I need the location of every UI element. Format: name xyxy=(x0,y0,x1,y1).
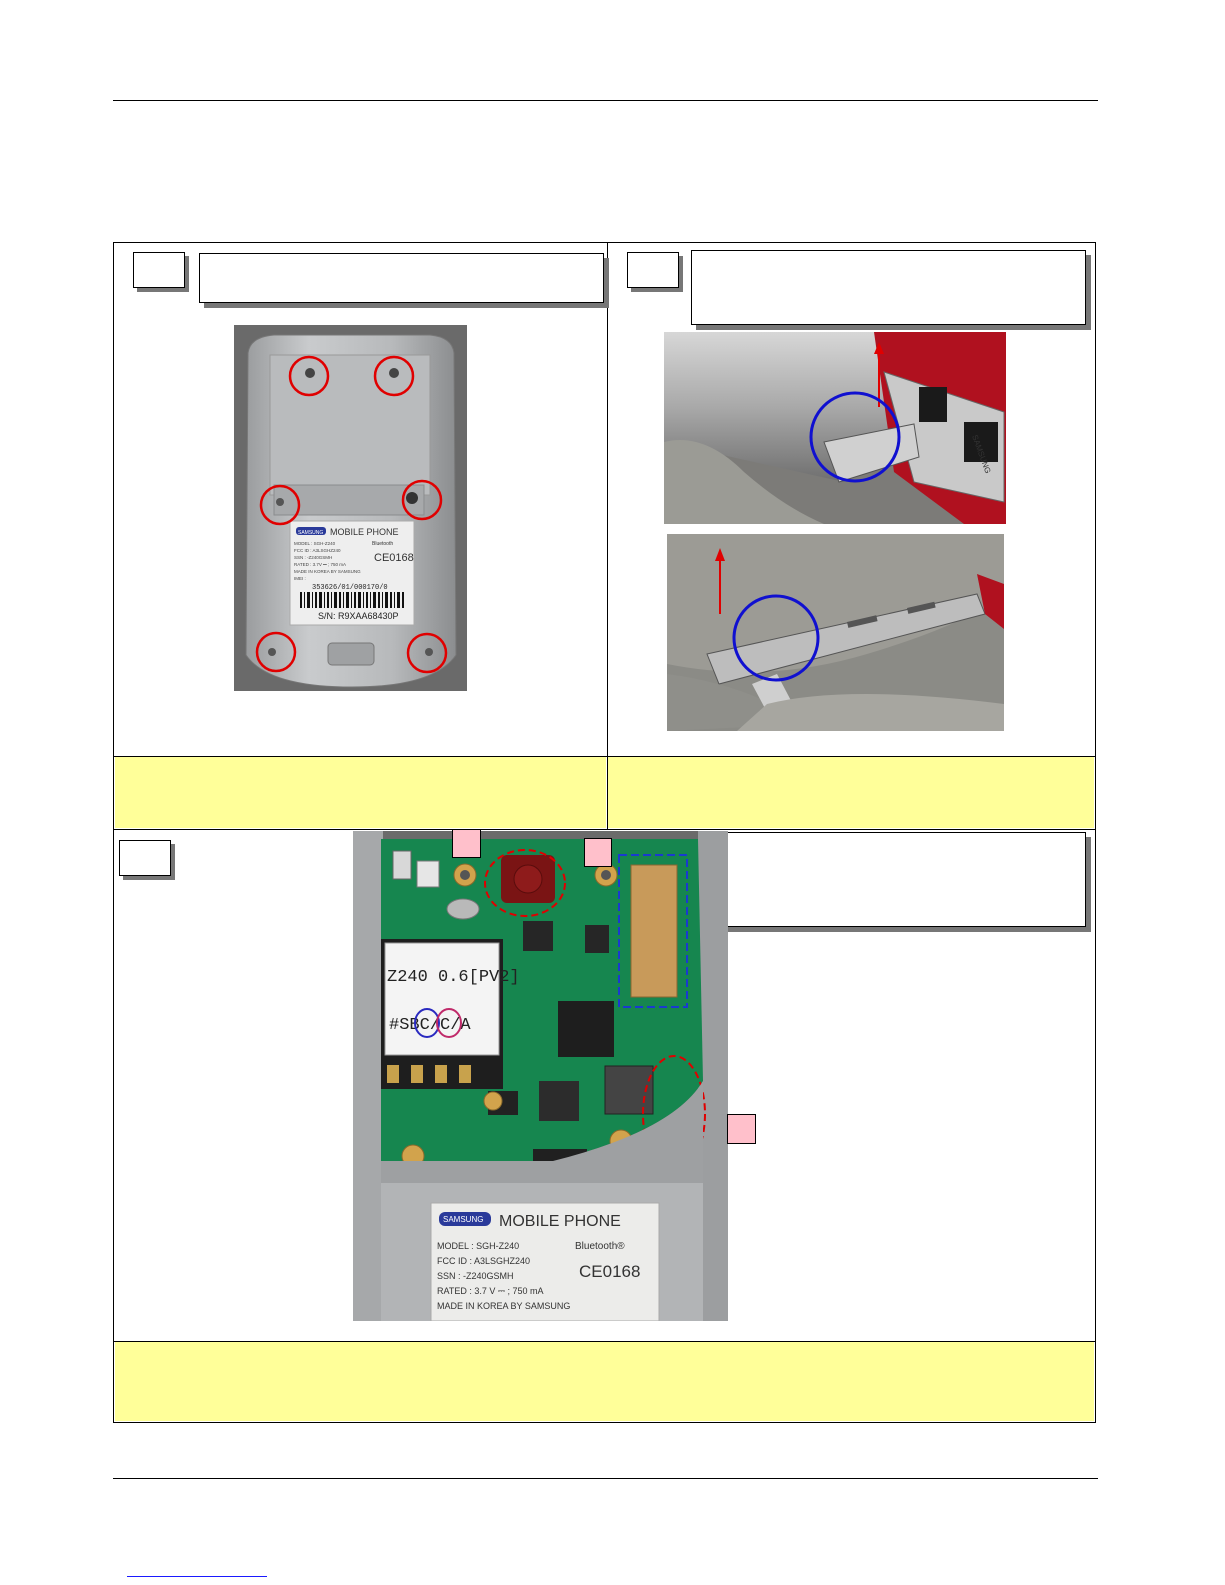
rear-label-title: MOBILE PHONE xyxy=(330,527,399,537)
photo-hinge-side xyxy=(667,534,1004,731)
pcb-marker-2 xyxy=(584,838,612,867)
pcb-label-line-2: FCC ID : A3LSGHZ240 xyxy=(437,1256,530,1266)
footer-link-underline[interactable] xyxy=(127,1576,267,1577)
step-2-note xyxy=(608,757,1094,828)
pcb-label-line-3: SSN : -Z240GSMH xyxy=(437,1271,514,1281)
pcb-ce-mark: CE0168 xyxy=(579,1262,640,1281)
screw-circle-top-left xyxy=(288,355,330,397)
hinge-side-illustration xyxy=(667,534,1004,731)
pcb-blue-dashed-rect xyxy=(618,854,688,1008)
rear-label-line-4: RATED : 3.7V ⎓ ; 750 mA xyxy=(294,562,346,567)
step-3-title-box xyxy=(713,832,1086,927)
pcb-board-text-2: #SBC/C/A xyxy=(389,1016,471,1035)
pcb-label-line-1: MODEL : SGH-Z240 xyxy=(437,1241,519,1251)
pcb-label-title: MOBILE PHONE xyxy=(499,1213,621,1230)
rear-label-brand: SAMSUNG xyxy=(298,530,323,536)
rear-imei: 353626/01/000170/0 xyxy=(312,584,388,592)
rear-label-line-5: MADE IN KOREA BY SAMSUNG xyxy=(294,569,361,574)
rear-chassis-illustration: SAMSUNG MOBILE PHONE MODEL : SGH-Z240 FC… xyxy=(234,325,467,691)
pcb-marker-1 xyxy=(452,829,481,858)
table-row-divider-3 xyxy=(114,1341,1095,1342)
screw-circle-mid-right xyxy=(401,479,443,521)
pcb-label-brand: SAMSUNG xyxy=(443,1215,483,1224)
screw-circle-top-right xyxy=(373,355,415,397)
rear-ce-mark: CE0168 xyxy=(374,552,414,564)
footer-rule xyxy=(113,1478,1098,1479)
screw-circle-bottom-left xyxy=(255,631,297,673)
rear-bluetooth-mark: Bluetooth xyxy=(372,541,393,547)
screw-circle-mid-left xyxy=(259,484,301,526)
rear-serial: S/N: R9XAA68430P xyxy=(318,611,399,621)
pcb-marker-3 xyxy=(727,1114,756,1144)
rear-label-line-6: IMEI : xyxy=(294,576,306,581)
pcb-label-line-5: MADE IN KOREA BY SAMSUNG xyxy=(437,1301,570,1311)
rear-label-line-1: MODEL : SGH-Z240 xyxy=(294,541,336,546)
rear-label-line-3: SSN : -Z240GSMH xyxy=(294,555,332,560)
hinge-blue-circle-side xyxy=(732,594,820,682)
rear-label-line-2: FCC ID : A3LSGHZ240 xyxy=(294,548,341,553)
screw-circle-bottom-right xyxy=(406,632,448,674)
step-2-number-box xyxy=(627,252,679,288)
step-2-title-box xyxy=(691,250,1086,325)
pcb-board-text-1: Z240 0.6[PV2] xyxy=(387,968,520,987)
hinge-top-illustration: SAMSUNG xyxy=(664,332,1006,524)
step-1-note xyxy=(115,757,606,828)
table-row-divider-2 xyxy=(114,829,1095,830)
photo-rear-chassis: SAMSUNG MOBILE PHONE MODEL : SGH-Z240 FC… xyxy=(234,325,467,691)
pcb-label-line-4: RATED : 3.7 V ⎓ ; 750 mA xyxy=(437,1286,544,1296)
step-3-note xyxy=(115,1342,1094,1421)
photo-hinge-top: SAMSUNG xyxy=(664,332,1006,524)
table-column-divider xyxy=(607,243,608,829)
photo-pcb: Z240 0.6[PV2] #SBC/C/A SAMSUNG MOBILE PH… xyxy=(353,831,728,1321)
pcb-bluetooth-mark: Bluetooth® xyxy=(575,1241,625,1252)
pcb-illustration: Z240 0.6[PV2] #SBC/C/A SAMSUNG MOBILE PH… xyxy=(353,831,728,1321)
header-rule xyxy=(113,100,1098,101)
step-1-number-box xyxy=(133,252,185,288)
table-row-divider-1 xyxy=(114,756,1095,757)
procedure-table xyxy=(113,242,1096,1423)
hinge-blue-circle-top xyxy=(809,391,901,483)
step-3-number-box xyxy=(119,840,171,876)
pcb-red-dashed-circle-top xyxy=(484,849,566,917)
step-1-title-box xyxy=(199,253,604,303)
